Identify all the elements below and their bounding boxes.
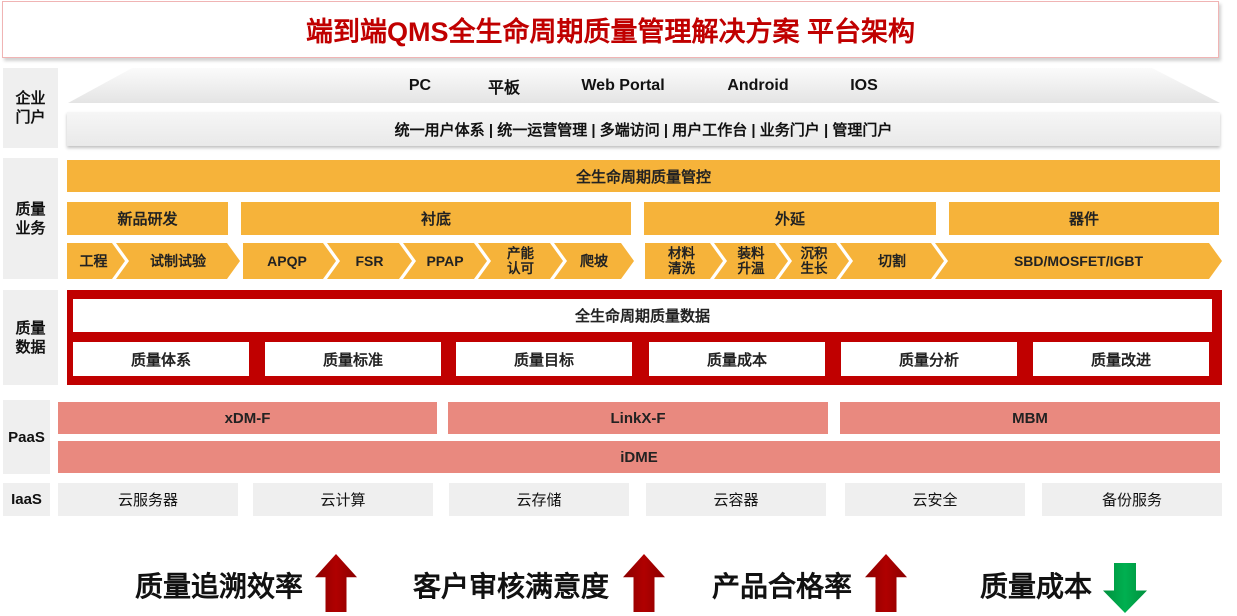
terminal-label-pc: PC: [408, 77, 432, 94]
terminal-label-tablet: 平板: [487, 80, 520, 97]
iaas-service: 云容器: [646, 483, 826, 516]
process-step-chevron: PPAP: [403, 243, 487, 279]
metric-label: 质量成本: [980, 571, 1093, 602]
business-layer-label-text: 质量业务: [15, 200, 46, 237]
terminal-bar: [68, 68, 1220, 103]
process-step-chevron: 装料升温: [714, 243, 788, 279]
process-step-label: 装料升温: [737, 246, 765, 276]
arrow-up-icon: [315, 554, 357, 612]
metric-label: 客户审核满意度: [413, 571, 610, 602]
process-step-label: 工程: [79, 253, 108, 269]
portal-layer-label: 企业门户: [3, 68, 58, 148]
iaas-service: 云服务器: [58, 483, 238, 516]
process-step-label: FSR: [355, 253, 384, 269]
iaas-service: 备份服务: [1042, 483, 1222, 516]
iaas-service: 云计算: [253, 483, 433, 516]
data-item: 质量成本: [649, 342, 825, 376]
process-step-label: SBD/MOSFET/IGBT: [1013, 253, 1144, 269]
process-step-chevron: 爬坡: [554, 243, 634, 279]
paas-layer-label: PaaS: [3, 400, 50, 474]
process-step-chevron: 切割: [840, 243, 944, 279]
metric-label: 产品合格率: [712, 571, 853, 602]
data-item: 质量目标: [456, 342, 632, 376]
process-step-label: 材料清洗: [667, 246, 695, 276]
arrow-down-icon: [1103, 563, 1147, 613]
data-item: 质量分析: [841, 342, 1017, 376]
paas-base: iDME: [58, 441, 1220, 473]
process-step-chevron: 工程: [67, 243, 125, 279]
process-step-chevron: 沉积生长: [779, 243, 849, 279]
metric-label: 质量追溯效率: [135, 571, 304, 602]
process-step-label: PPAP: [426, 253, 464, 269]
data-layer-label: 质量数据: [3, 290, 58, 385]
data-item: 质量体系: [73, 342, 249, 376]
domain-box-epitaxy: 外延: [644, 202, 936, 235]
data-item: 质量标准: [265, 342, 441, 376]
arrow-up-icon: [623, 554, 665, 612]
process-step-label: 爬坡: [580, 253, 608, 269]
terminal-label-ios: IOS: [850, 77, 878, 94]
portal-capability-bar: 统一用户体系 | 统一运营管理 | 多端访问 | 用户工作台 | 业务门户 | …: [67, 112, 1220, 146]
iaas-service: 云存储: [449, 483, 629, 516]
process-step-label: 沉积生长: [800, 246, 828, 276]
domain-box-device: 器件: [949, 202, 1219, 235]
paas-component: xDM-F: [58, 402, 437, 434]
terminal-label-android: Android: [727, 77, 789, 94]
iaas-layer-label: IaaS: [3, 483, 50, 516]
paas-component: LinkX-F: [448, 402, 828, 434]
data-layer-label-text: 质量数据: [15, 319, 46, 356]
data-item: 质量改进: [1033, 342, 1209, 376]
arrow-up-icon: [865, 554, 907, 612]
process-step-chevron: FSR: [327, 243, 412, 279]
data-banner: 全生命周期质量数据: [73, 299, 1212, 332]
business-banner: 全生命周期质量管控: [67, 160, 1220, 192]
process-step-label: APQP: [267, 253, 307, 269]
process-step-label: 产能认可: [506, 246, 534, 276]
process-step-chevron: SBD/MOSFET/IGBT: [935, 243, 1222, 279]
portal-layer-label-text: 企业门户: [15, 90, 46, 126]
process-step-chevron: 产能认可: [478, 243, 563, 279]
process-step-chevron: 试制试验: [116, 243, 240, 279]
page-title: 端到端QMS全生命周期质量管理解决方案 平台架构: [305, 17, 915, 47]
title-box: 端到端QMS全生命周期质量管理解决方案 平台架构: [2, 1, 1219, 58]
domain-box-new-product: 新品研发: [67, 202, 228, 235]
process-step-chevron: APQP: [243, 243, 336, 279]
process-step-label: 切割: [878, 253, 906, 269]
iaas-service: 云安全: [845, 483, 1025, 516]
process-step-label: 试制试验: [150, 253, 206, 269]
paas-component: MBM: [840, 402, 1220, 434]
business-layer-label: 质量业务: [3, 158, 58, 279]
domain-box-substrate: 衬底: [241, 202, 631, 235]
process-step-chevron: 材料清洗: [645, 243, 723, 279]
terminal-label-web-portal: Web Portal: [581, 77, 665, 94]
